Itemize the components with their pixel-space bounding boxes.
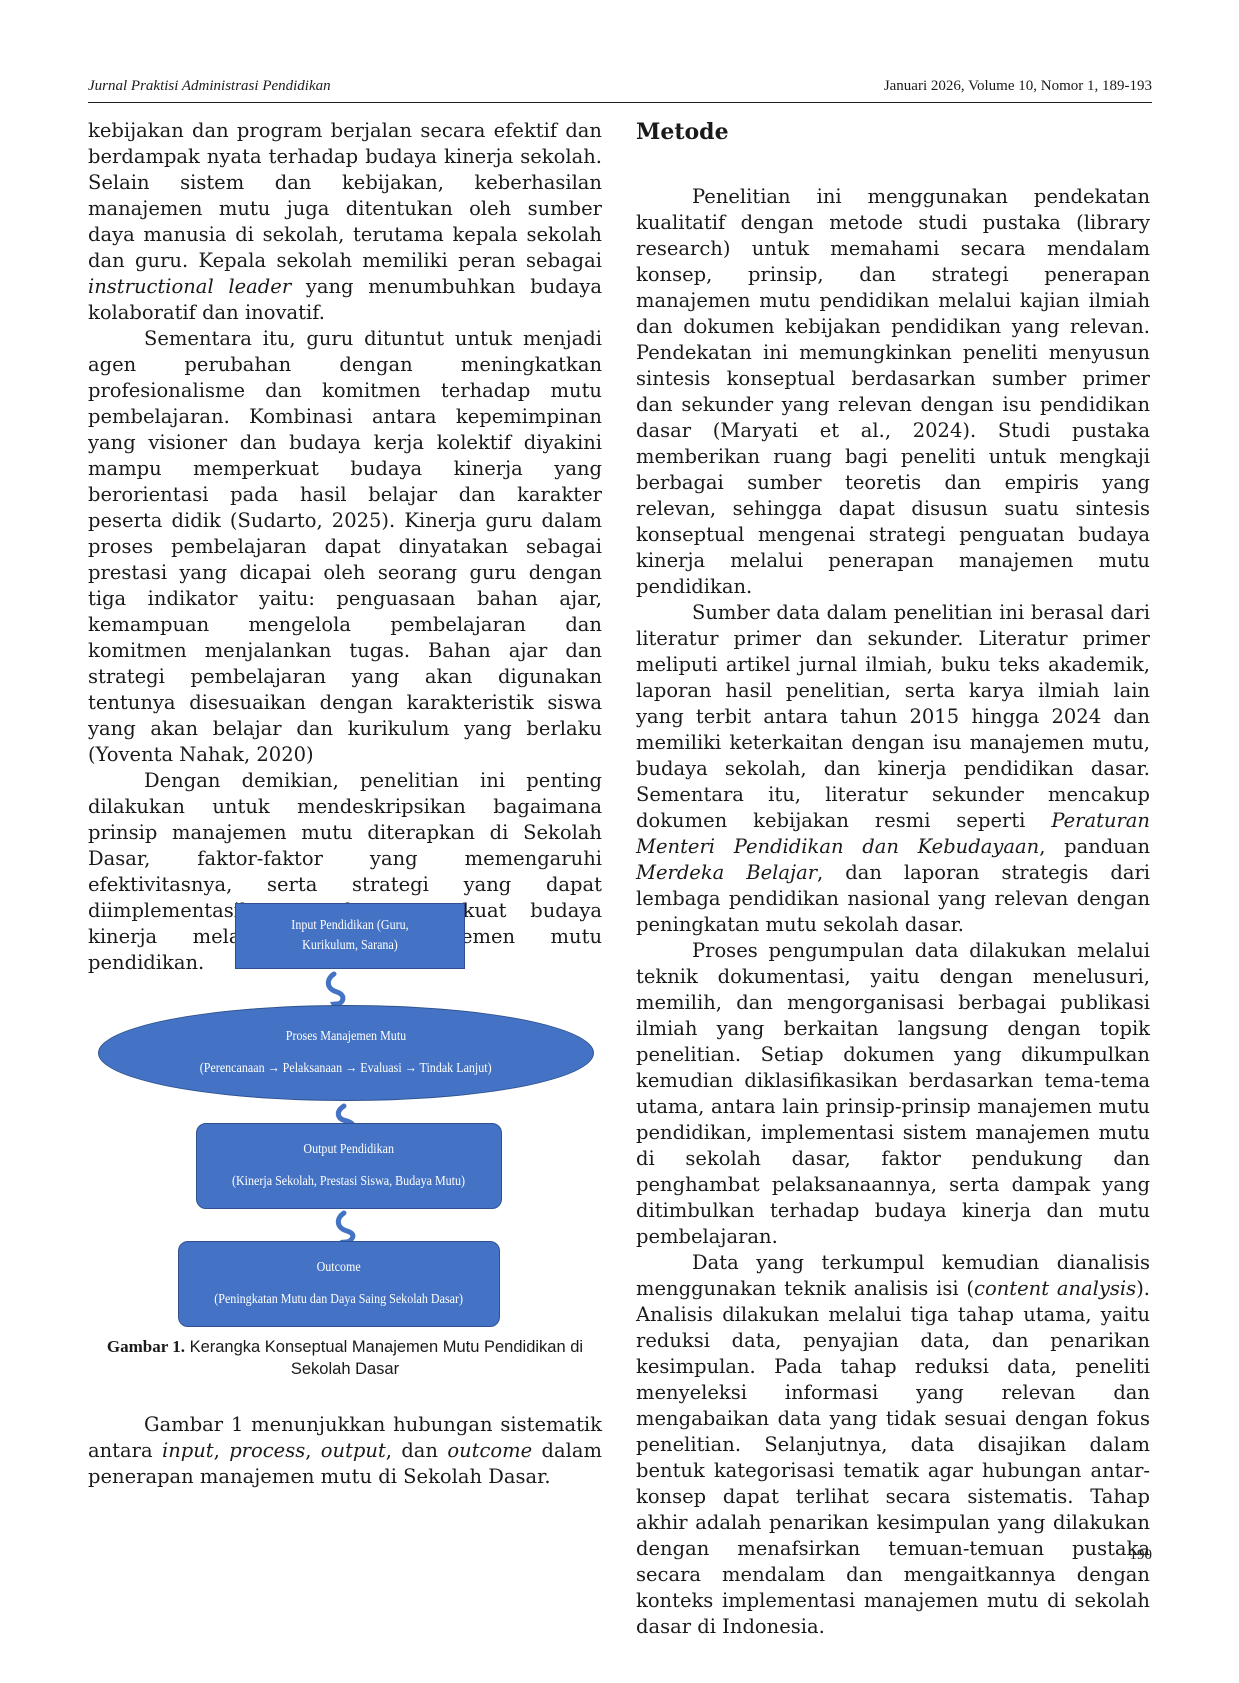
section-heading-metode: Metode xyxy=(636,119,729,145)
journal-title: Jurnal Praktisi Administrasi Pendidikan xyxy=(88,78,331,94)
caption-label: Gambar 1. xyxy=(106,1337,185,1356)
output-title: Output Pendidikan xyxy=(303,1142,395,1157)
issue-info: Januari 2026, Volume 10, Nomor 1, 189-19… xyxy=(883,78,1152,94)
running-header: Jurnal Praktisi Administrasi Pendidikan … xyxy=(88,76,1152,103)
process-ellipse: Proses Manajemen Mutu (Perencanaan → Pel… xyxy=(98,1005,594,1101)
right-paragraph-4: Data yang terkumpul kemudian dianalisis … xyxy=(636,1251,1150,1638)
italic-term: Merdeka Belajar xyxy=(636,861,818,884)
italic-term: instructional leader xyxy=(88,275,292,298)
input-box: Input Pendidikan (Guru, Kurikulum, Saran… xyxy=(235,903,465,969)
italic-term: content analysis xyxy=(974,1277,1137,1300)
caption-text: Kerangka Konseptual Manajemen Mutu Pendi… xyxy=(184,1338,584,1378)
output-box: Output Pendidikan (Kinerja Sekolah, Pres… xyxy=(196,1123,502,1209)
right-paragraph-3: Proses pengumpulan data dilakukan melalu… xyxy=(636,939,1150,1248)
italic-term: Peraturan Menteri Pendidikan dan Kebuday… xyxy=(636,809,1150,858)
left-paragraph-2: Sementara itu, guru dituntut untuk menja… xyxy=(88,327,602,766)
curved-arrow-icon xyxy=(335,1210,356,1246)
left-paragraph-1: kebijakan dan program berjalan secara ef… xyxy=(88,119,602,324)
left-column: kebijakan dan program berjalan secara ef… xyxy=(88,118,602,976)
page-number: 190 xyxy=(1129,1547,1153,1563)
figure-caption: Gambar 1. Kerangka Konseptual Manajemen … xyxy=(88,1336,602,1380)
curved-arrow-icon xyxy=(325,971,346,1008)
figure-discussion-paragraph: Gambar 1 menunjukkan hubungan sistematik… xyxy=(88,1413,602,1488)
process-title: Proses Manajemen Mutu xyxy=(285,1029,407,1044)
output-detail: (Kinerja Sekolah, Prestasi Siswa, Budaya… xyxy=(232,1174,466,1189)
outcome-detail: (Peningkatan Mutu dan Daya Saing Sekolah… xyxy=(214,1292,464,1307)
process-detail: (Perencanaan → Pelaksanaan → Evaluasi → … xyxy=(200,1061,492,1076)
right-paragraph-2: Sumber data dalam penelitian ini berasal… xyxy=(636,601,1151,936)
right-column: Metode Penelitian ini menggunakan pendek… xyxy=(636,118,1150,1640)
right-paragraph-1: Penelitian ini menggunakan pendekatan ku… xyxy=(636,185,1150,598)
input-label: Input Pendidikan (Guru, Kurikulum, Saran… xyxy=(291,918,409,953)
figure-1-diagram: Input Pendidikan (Guru, Kurikulum, Saran… xyxy=(90,895,602,1335)
outcome-title: Outcome xyxy=(316,1260,362,1275)
outcome-box: Outcome (Peningkatan Mutu dan Daya Saing… xyxy=(178,1241,500,1327)
